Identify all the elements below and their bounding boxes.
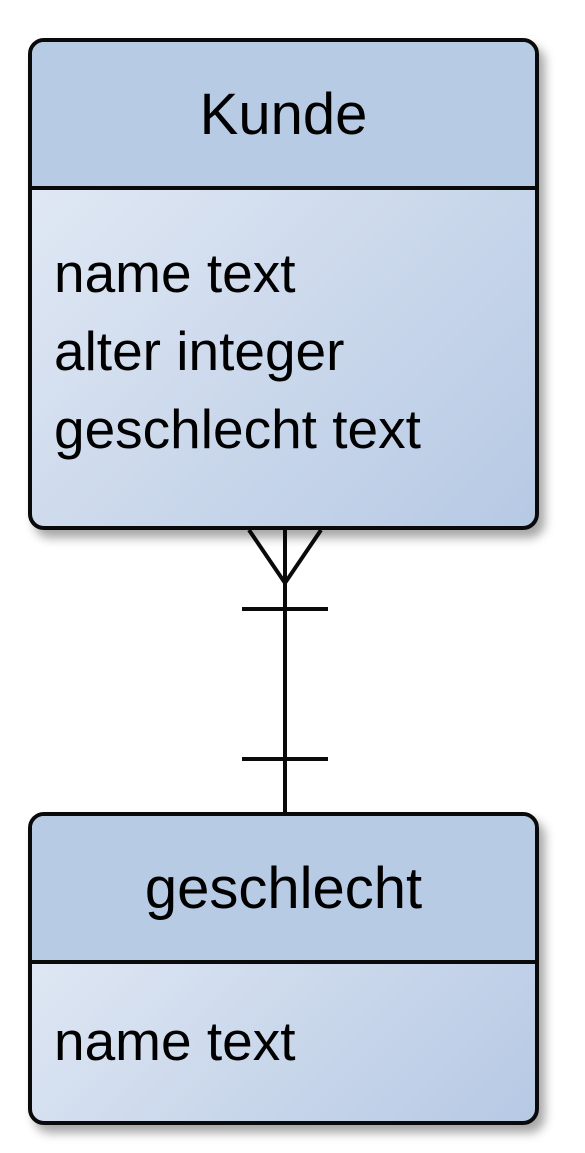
entity-kunde[interactable]: Kunde name text alter integer geschlecht… [28,38,539,530]
entity-geschlecht-attributes: name text [32,964,535,1080]
crow-foot-many-marker [247,528,323,587]
entity-kunde-title: Kunde [199,81,368,147]
entity-kunde-header: Kunde [32,42,535,190]
entity-geschlecht-header: geschlecht [32,816,535,964]
attribute-row: name text [54,1010,296,1072]
entity-geschlecht-title: geschlecht [144,855,423,921]
entity-kunde-attributes: name text alter integer geschlecht text [32,190,535,468]
entity-geschlecht[interactable]: geschlecht name text [28,812,539,1125]
attribute-row: alter integer [54,320,345,382]
attribute-row: name text [54,242,296,304]
attribute-row: geschlecht text [54,398,421,460]
